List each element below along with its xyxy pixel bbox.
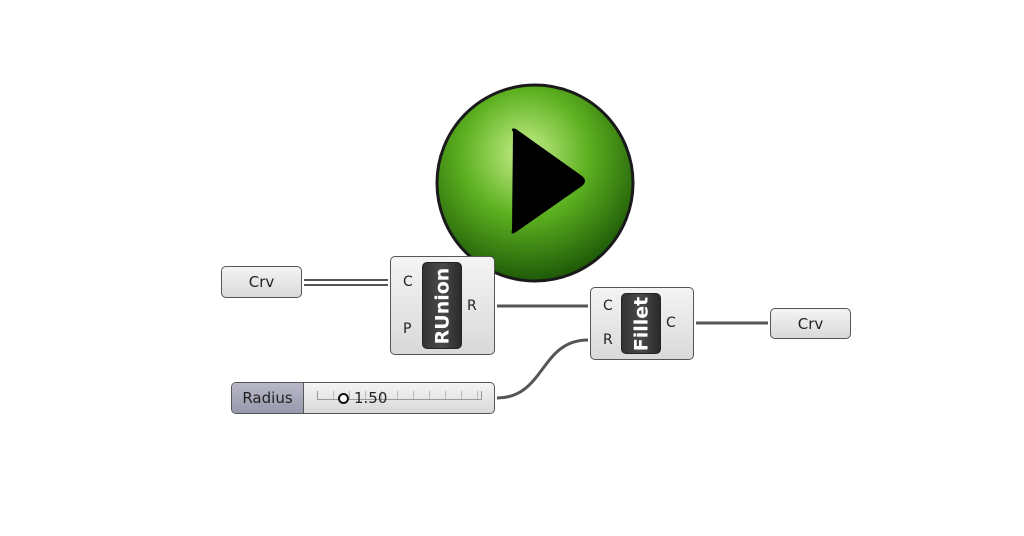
runion-component[interactable]: C P RUnion R xyxy=(390,256,495,355)
runion-input-c[interactable]: C xyxy=(403,274,413,290)
crv-input-param[interactable]: Crv xyxy=(221,266,302,298)
wire-crv-to-runion xyxy=(304,279,388,286)
fillet-component[interactable]: C R Fillet C xyxy=(590,287,694,360)
radius-slider[interactable]: Radius 1.50 xyxy=(231,382,495,414)
wire-radius-to-fillet xyxy=(496,338,589,400)
slider-track[interactable] xyxy=(317,391,482,400)
slider-value: 1.50 xyxy=(354,389,388,407)
runion-input-p[interactable]: P xyxy=(403,321,412,337)
play-button[interactable] xyxy=(435,83,635,283)
crv-output-param[interactable]: Crv xyxy=(770,308,851,339)
slider-grip[interactable] xyxy=(338,393,349,404)
fillet-output-c[interactable]: C xyxy=(666,315,676,331)
play-icon xyxy=(511,128,585,234)
runion-output-r[interactable]: R xyxy=(467,298,477,314)
fillet-label: Fillet xyxy=(621,293,661,354)
fillet-input-r[interactable]: R xyxy=(603,332,613,348)
slider-name: Radius xyxy=(232,383,304,413)
fillet-input-c[interactable]: C xyxy=(603,298,613,314)
runion-label: RUnion xyxy=(422,262,462,349)
